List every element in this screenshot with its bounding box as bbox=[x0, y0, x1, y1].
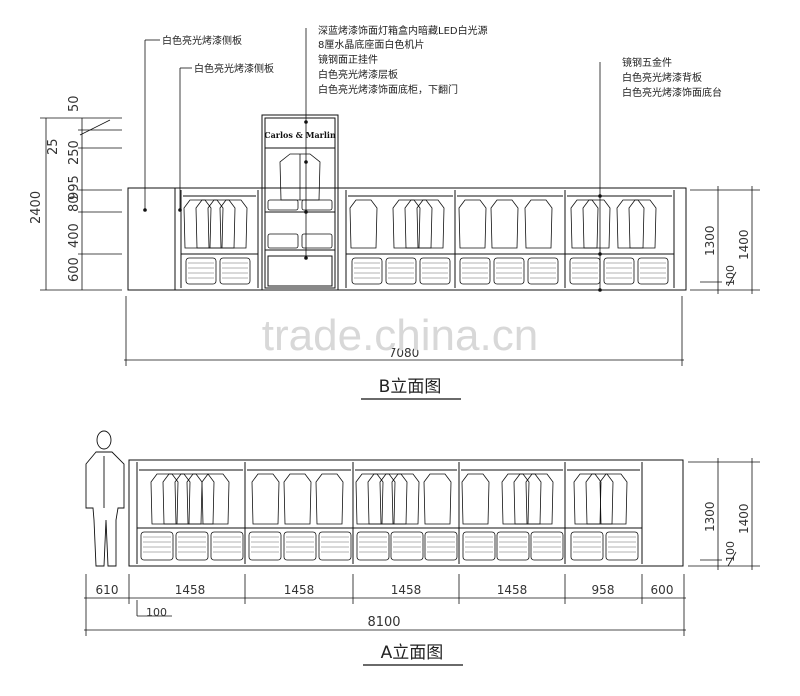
b-dim-100: 100 bbox=[724, 265, 737, 286]
a-dim-1400: 1400 bbox=[737, 503, 751, 534]
callout-right-3: 白色亮光烤漆饰面底台 bbox=[622, 86, 722, 99]
callout-center-4: 白色亮光烤漆层板 bbox=[318, 68, 398, 81]
a-elevation bbox=[128, 459, 684, 567]
a-garments bbox=[150, 473, 628, 525]
a-stack-lines bbox=[143, 536, 636, 553]
b-dim-80: 80 bbox=[67, 195, 82, 212]
b-dim-2400: 2400 bbox=[29, 191, 44, 224]
b-right-dims bbox=[690, 186, 760, 294]
b-elevation bbox=[127, 114, 687, 291]
a-right-dims bbox=[688, 458, 760, 570]
b-dim-1400: 1400 bbox=[737, 229, 751, 260]
b-stack-lines bbox=[188, 262, 666, 279]
a-bottom-dims bbox=[84, 574, 686, 636]
callout-dots bbox=[143, 120, 602, 292]
a-dim-600: 600 bbox=[651, 583, 674, 597]
b-dim-400: 400 bbox=[67, 223, 82, 248]
a-dim-1458-2: 1458 bbox=[284, 583, 315, 597]
a-folded-stacks bbox=[140, 531, 639, 561]
b-dim-250: 250 bbox=[67, 140, 82, 165]
b-dim-50: 50 bbox=[67, 95, 82, 112]
callout-leaders bbox=[144, 28, 601, 290]
a-dim-overall-width: 8100 bbox=[367, 615, 400, 630]
b-dim-995: 995 bbox=[67, 175, 82, 200]
callout-right-2: 白色亮光烤漆背板 bbox=[622, 71, 702, 84]
a-view-title: A立面图 bbox=[381, 643, 444, 663]
callout-left-1: 白色亮光烤漆侧板 bbox=[162, 34, 242, 47]
b-dim-600: 600 bbox=[67, 257, 82, 282]
b-dim-overall-width: 7080 bbox=[389, 346, 420, 360]
b-left-dims bbox=[40, 117, 122, 291]
callout-center-5: 白色亮光烤漆饰面底柜，下翻门 bbox=[318, 83, 458, 96]
lightbox-tower bbox=[261, 114, 339, 291]
b-dim-25: 25 bbox=[46, 138, 61, 155]
brand-logo: Carlos & Marlin bbox=[264, 130, 336, 140]
a-cabinet-body bbox=[128, 459, 684, 567]
callout-center-3: 镜钢面正挂件 bbox=[318, 53, 378, 66]
a-dim-offset-100: 100 bbox=[146, 606, 167, 619]
a-dim-1458-3: 1458 bbox=[391, 583, 422, 597]
callout-center-1: 深蓝烤漆饰面灯箱盒内暗藏LED白光源 bbox=[318, 24, 488, 37]
a-dim-1300: 1300 bbox=[703, 501, 717, 532]
a-dim-958: 958 bbox=[592, 583, 615, 597]
watermark: trade.china.cn bbox=[262, 311, 538, 360]
b-view-title: B立面图 bbox=[379, 377, 442, 397]
callout-right-1: 镜钢五金件 bbox=[622, 56, 672, 69]
a-dim-100: 100 bbox=[724, 541, 737, 562]
a-dim-1458-1: 1458 bbox=[175, 583, 206, 597]
callout-center-2: 8厘水晶底座面白色机片 bbox=[318, 38, 424, 51]
b-bottom-dim bbox=[124, 296, 684, 366]
callout-left-2: 白色亮光烤漆侧板 bbox=[194, 62, 274, 75]
a-dim-1458-4: 1458 bbox=[497, 583, 528, 597]
b-cabinet-body bbox=[127, 187, 687, 291]
human-figure bbox=[85, 430, 125, 567]
b-dim-1300: 1300 bbox=[703, 225, 717, 256]
b-garments bbox=[183, 153, 657, 249]
a-dim-610: 610 bbox=[96, 583, 119, 597]
